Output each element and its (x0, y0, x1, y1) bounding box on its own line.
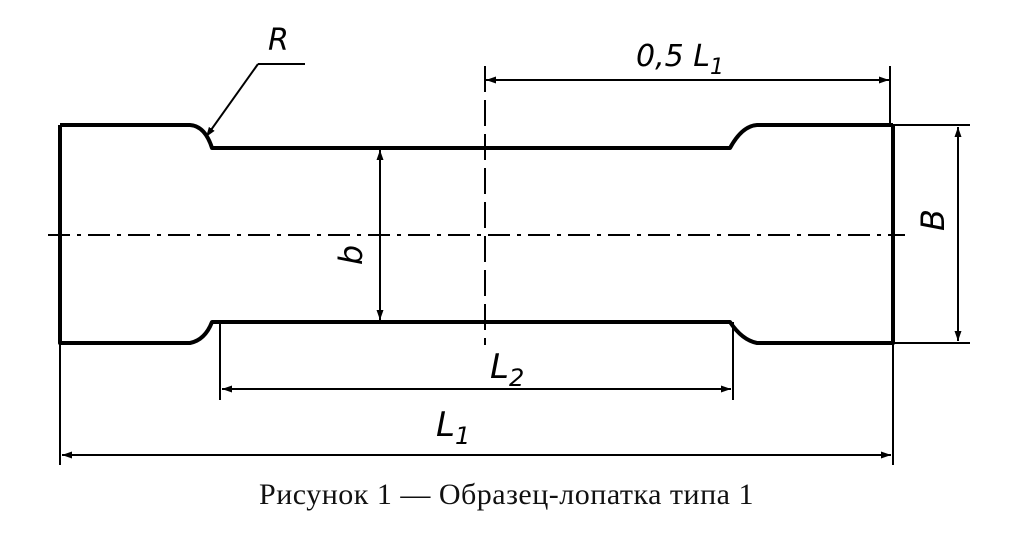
radius-callout: R (205, 23, 305, 138)
length-L1-dimension: L1 (59, 343, 894, 465)
figure-caption: Рисунок 1 — Образец-лопатка типа 1 (259, 478, 754, 511)
half-gauge-label: 0,5 L (636, 39, 710, 74)
L2-subscript: 2 (509, 364, 524, 392)
svg-text:L1: L1 (436, 405, 470, 450)
length-L2-dimension: L2 (219, 322, 734, 400)
width-b-dimension: b (332, 150, 384, 320)
half-gauge-subscript: 1 (710, 55, 724, 80)
svg-text:0,5 L1: 0,5 L1 (636, 39, 724, 80)
b-label: b (332, 245, 370, 265)
svg-text:L2: L2 (490, 347, 524, 392)
B-label: B (914, 209, 952, 231)
radius-label: R (268, 23, 289, 58)
L1-label: L (436, 405, 455, 445)
L1-subscript: 1 (455, 422, 470, 450)
specimen-outline (58, 123, 895, 345)
half-gauge-dimension: 0,5 L1 (484, 39, 891, 345)
width-B-dimension: B (893, 124, 970, 344)
L2-label: L (490, 347, 509, 387)
